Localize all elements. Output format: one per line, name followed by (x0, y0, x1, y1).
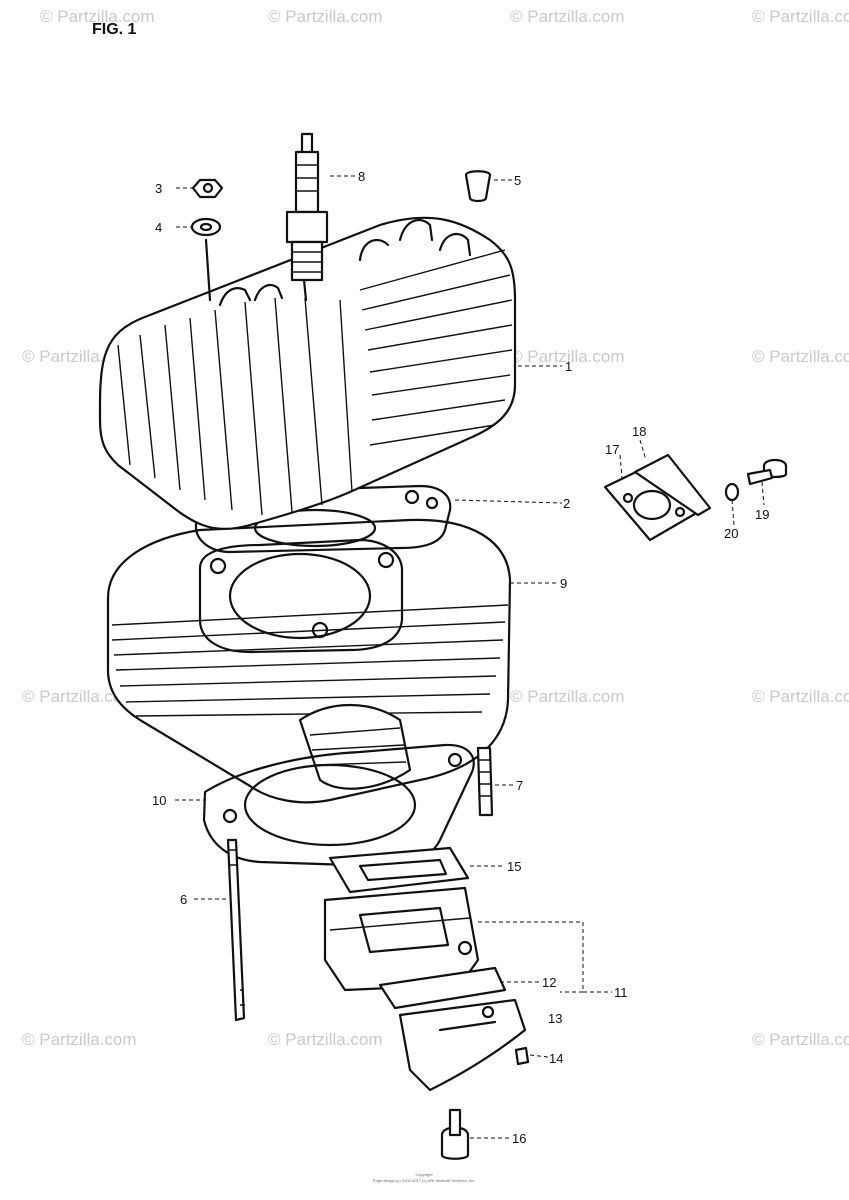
copyright-line: Copyright (415, 1172, 433, 1177)
copyright-line: Page design (c) 2004-2017 (c) ARI Networ… (373, 1178, 476, 1183)
intake-pipe-part (398, 998, 527, 1092)
callout-label: 8 (358, 169, 365, 184)
callout-label: 12 (542, 975, 556, 990)
callout-label: 7 (516, 778, 523, 793)
figure-label: FIG. 1 (92, 21, 137, 38)
watermark-text: © Partzilla.com (510, 687, 625, 706)
callout-label: 2 (563, 496, 570, 511)
reed-valve-part (323, 886, 480, 992)
stud-line (204, 238, 212, 302)
watermark-text: © Partzilla.com (510, 7, 625, 26)
stud-bolt-part (226, 838, 246, 1022)
callout-label: 5 (514, 173, 521, 188)
callout-label: 10 (152, 793, 166, 808)
flange-gasket-part (633, 453, 712, 517)
watermark-text: © Partzilla.com (510, 347, 625, 366)
callout-label: 17 (605, 442, 619, 457)
callout-label: 13 (548, 1011, 562, 1026)
callout-label: 16 (512, 1131, 526, 1146)
bolt-part (440, 1108, 470, 1160)
callout-label: 1 (565, 359, 572, 374)
watermark-text: © Partzilla.com (22, 687, 137, 706)
callout-label: 11 (614, 985, 628, 1000)
callout-label: 14 (549, 1051, 563, 1066)
watermark-text: © Partzilla.com (268, 1030, 383, 1049)
watermark-text: © Partzilla.com (752, 7, 849, 26)
intake-gasket-part (328, 846, 470, 894)
washer-part (190, 217, 222, 237)
callout-label: 20 (724, 526, 738, 541)
cylinder-head-part (98, 216, 517, 530)
leader-lines (175, 175, 765, 1139)
callout-label: 15 (507, 859, 521, 874)
stud-bolt-part (476, 746, 494, 817)
watermark-text: © Partzilla.com (22, 1030, 137, 1049)
nut-part (191, 178, 224, 199)
callout-label: 19 (755, 507, 769, 522)
callout-label: 4 (155, 220, 162, 235)
watermarks: © Partzilla.com © Partzilla.com © Partzi… (22, 7, 849, 1049)
callout-label: 6 (180, 892, 187, 907)
watermark-text: © Partzilla.com (40, 7, 155, 26)
callouts: 1 2 3 4 5 6 7 8 9 10 11 12 13 14 15 16 1… (152, 169, 769, 1146)
spacer-part (378, 966, 507, 1010)
watermark-text: © Partzilla.com (752, 1030, 849, 1049)
spark-plug-part (285, 132, 329, 302)
watermark-text: © Partzilla.com (752, 687, 849, 706)
screw-part (514, 1046, 530, 1066)
callout-label: 9 (560, 576, 567, 591)
watermark-text: © Partzilla.com (752, 347, 849, 366)
callout-label: 3 (155, 181, 162, 196)
washer-part (724, 482, 740, 502)
bolt-part (746, 458, 788, 486)
cap-part (464, 170, 492, 203)
cylinder-part (106, 518, 512, 804)
watermark-text: © Partzilla.com (268, 7, 383, 26)
callout-label: 18 (632, 424, 646, 439)
